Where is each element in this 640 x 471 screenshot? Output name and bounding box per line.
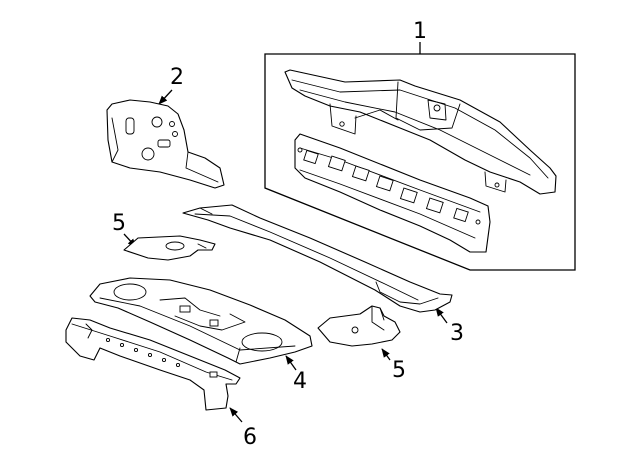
callout-2-label: 2 (170, 65, 184, 90)
callout-4-group: 4 (285, 355, 307, 394)
callout-6-label: 6 (243, 425, 257, 450)
callout-4-label: 4 (293, 369, 307, 394)
lower-rail (65, 317, 241, 411)
callout-5a-group: 5 (112, 211, 137, 248)
callout-5b-label: 5 (392, 358, 406, 383)
callout-3-leader (435, 307, 448, 324)
lower-bracket (317, 305, 401, 347)
lower-rear-panel (294, 133, 491, 253)
cross-brace (182, 204, 453, 313)
quarter-panel-extension (106, 99, 225, 189)
callout-5b-leader (381, 348, 391, 361)
callout-6-leader (229, 407, 243, 423)
callout-6-group: 6 (229, 407, 257, 450)
callout-3-group: 3 (435, 307, 464, 346)
callout-5b-group: 5 (381, 348, 406, 383)
callout-5a-label: 5 (112, 211, 126, 236)
package-tray (89, 277, 313, 365)
callout-2-leader (158, 89, 173, 105)
callout-1-group: 1 (264, 19, 576, 271)
assembly-box (264, 53, 576, 271)
upper-rear-panel (284, 69, 557, 195)
callout-3-label: 3 (450, 321, 464, 346)
callout-4-leader (285, 355, 297, 371)
callout-1-label: 1 (413, 19, 427, 44)
callout-2-group: 2 (158, 65, 184, 105)
upper-bracket (123, 235, 216, 261)
